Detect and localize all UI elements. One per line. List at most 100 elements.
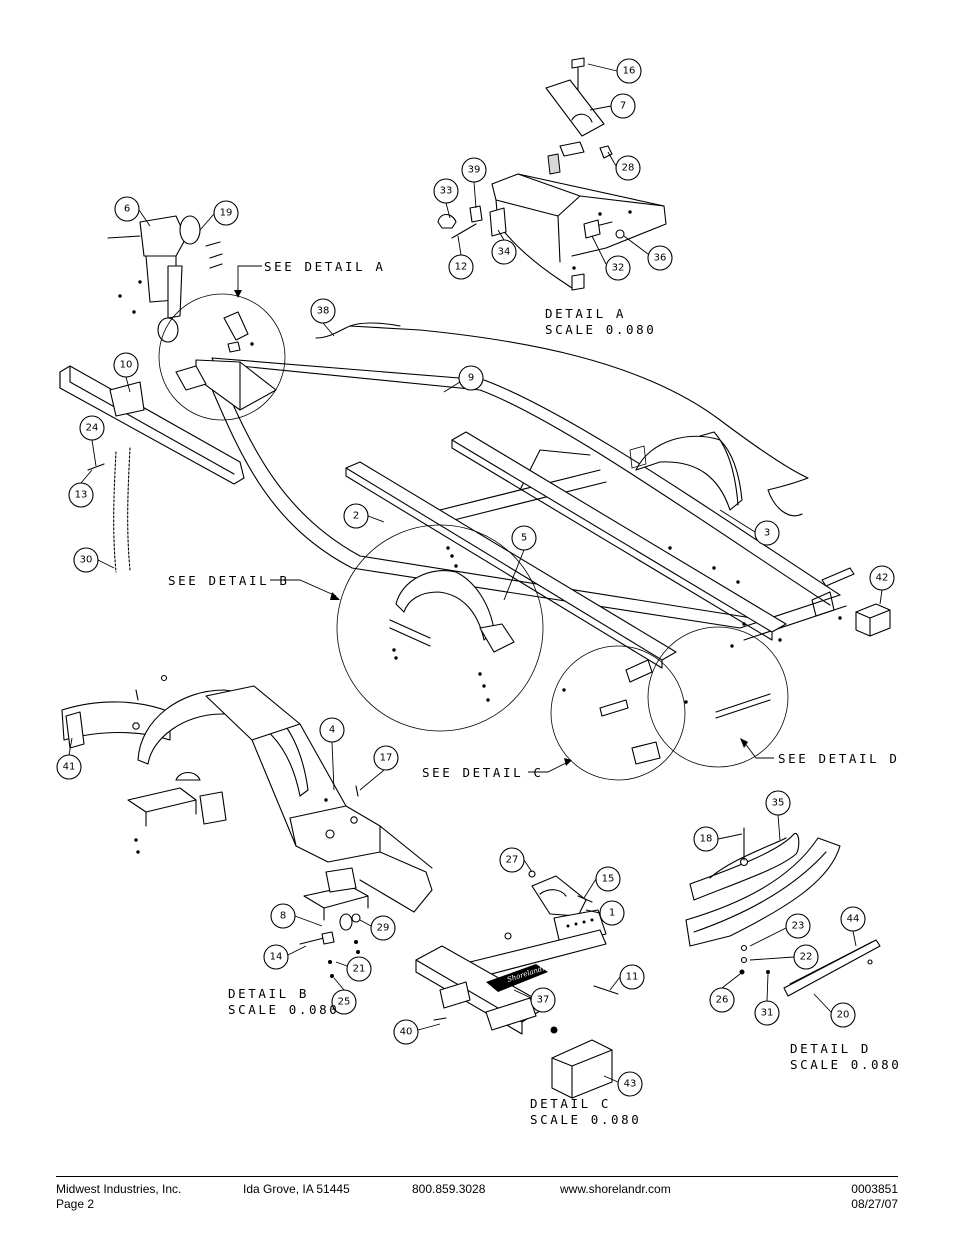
callout-23: 23 — [785, 913, 811, 939]
callout-circle — [647, 245, 673, 271]
callout-circle — [461, 157, 487, 183]
see-detail-a-label: SEE DETAIL A — [264, 259, 386, 274]
callout-circle — [869, 565, 895, 591]
callout-number: 26 — [716, 995, 729, 1006]
detail-d — [685, 827, 881, 997]
detail-c-title: DETAIL C — [530, 1096, 611, 1111]
callout-number: 13 — [75, 490, 88, 501]
callout-15: 15 — [595, 866, 621, 892]
detail-c-scale: SCALE 0.080 — [530, 1112, 641, 1127]
callout-number: 5 — [521, 533, 527, 544]
callout-14: 14 — [263, 944, 289, 970]
callout-circle — [499, 847, 525, 873]
callout-number: 27 — [506, 855, 519, 866]
callout-circle — [693, 826, 719, 852]
callout-circle — [331, 989, 357, 1015]
callout-18: 18 — [693, 826, 719, 852]
detail-c: Shorelandr — [415, 870, 619, 1099]
callout-number: 15 — [602, 874, 615, 885]
callout-circle — [56, 754, 82, 780]
callout-number: 36 — [654, 253, 667, 264]
callout-circle — [595, 866, 621, 892]
callout-circle — [213, 200, 239, 226]
callout-35: 35 — [765, 790, 791, 816]
footer-doc-block: 0003851 08/27/07 — [851, 1182, 898, 1212]
callout-circle — [393, 1019, 419, 1045]
see-detail-labels: SEE DETAIL A SEE DETAIL B SEE DETAIL C S… — [168, 259, 900, 780]
callout-42: 42 — [869, 565, 895, 591]
callout-number: 31 — [761, 1008, 774, 1019]
callout-number: 21 — [353, 964, 366, 975]
callout-circle — [270, 903, 296, 929]
footer-doc-number: 0003851 — [851, 1182, 898, 1196]
callout-circle — [113, 352, 139, 378]
callout-24: 24 — [79, 415, 105, 441]
callout-circle — [319, 717, 345, 743]
footer-city: Ida Grove, IA 51445 — [243, 1182, 350, 1196]
callout-22: 22 — [793, 944, 819, 970]
callout-17: 17 — [373, 745, 399, 771]
callout-circle — [458, 365, 484, 391]
callout-number: 1 — [609, 908, 615, 919]
callout-number: 42 — [876, 573, 889, 584]
callout-circle — [511, 525, 537, 551]
callout-38: 38 — [310, 298, 336, 324]
callout-3: 3 — [754, 520, 780, 546]
callout-number: 9 — [468, 373, 474, 384]
callout-circle — [73, 547, 99, 573]
callout-29: 29 — [370, 915, 396, 941]
callout-number: 39 — [468, 165, 481, 176]
callout-7: 7 — [610, 93, 636, 119]
callout-40: 40 — [393, 1019, 419, 1045]
callout-number: 33 — [440, 186, 453, 197]
detail-titles: DETAIL A SCALE 0.080 DETAIL B SCALE 0.08… — [228, 306, 899, 1127]
callout-number: 29 — [377, 923, 390, 934]
callout-circle — [765, 790, 791, 816]
callout-11: 11 — [619, 964, 645, 990]
callout-12: 12 — [448, 254, 474, 280]
callout-circle — [830, 1002, 856, 1028]
footer-company: Midwest Industries, Inc. — [56, 1182, 182, 1196]
callout-41: 41 — [56, 754, 82, 780]
callout-27: 27 — [499, 847, 525, 873]
see-detail-b-label: SEE DETAIL B — [168, 573, 290, 588]
callout-number: 14 — [270, 952, 283, 963]
callout-number: 41 — [63, 762, 76, 773]
see-detail-d-label: SEE DETAIL D — [778, 751, 900, 766]
callout-number: 7 — [620, 101, 626, 112]
callout-44: 44 — [840, 906, 866, 932]
callout-circle — [433, 178, 459, 204]
callout-2: 2 — [343, 503, 369, 529]
detail-a-inset — [175, 311, 254, 391]
footer-phone: 800.859.3028 — [412, 1182, 486, 1196]
footer-page: Page 2 — [56, 1197, 95, 1211]
callout-43: 43 — [617, 1071, 643, 1097]
callout-circle — [68, 482, 94, 508]
callout-circle — [114, 196, 140, 222]
callout-16: 16 — [616, 58, 642, 84]
detail-b — [61, 674, 433, 978]
footer-company-block: Midwest Industries, Inc. Page 2 — [56, 1182, 181, 1212]
callout-19: 19 — [213, 200, 239, 226]
callout-number: 10 — [120, 360, 133, 371]
callout-circle — [79, 415, 105, 441]
callout-number: 16 — [623, 66, 636, 77]
callout-number: 19 — [220, 208, 233, 219]
callout-number: 25 — [338, 997, 351, 1008]
callout-circle — [605, 255, 631, 281]
detail-a — [437, 57, 667, 291]
callout-number: 20 — [837, 1010, 850, 1021]
callout-6: 6 — [114, 196, 140, 222]
callout-circle — [491, 239, 517, 265]
footer-website: www.shorelandr.com — [560, 1182, 671, 1196]
callout-number: 38 — [317, 306, 330, 317]
callout-37: 37 — [530, 987, 556, 1013]
callout-13: 13 — [68, 482, 94, 508]
callout-circle — [370, 915, 396, 941]
callout-4: 4 — [319, 717, 345, 743]
callout-number: 18 — [700, 834, 713, 845]
callout-circle — [373, 745, 399, 771]
callout-circle — [346, 956, 372, 982]
